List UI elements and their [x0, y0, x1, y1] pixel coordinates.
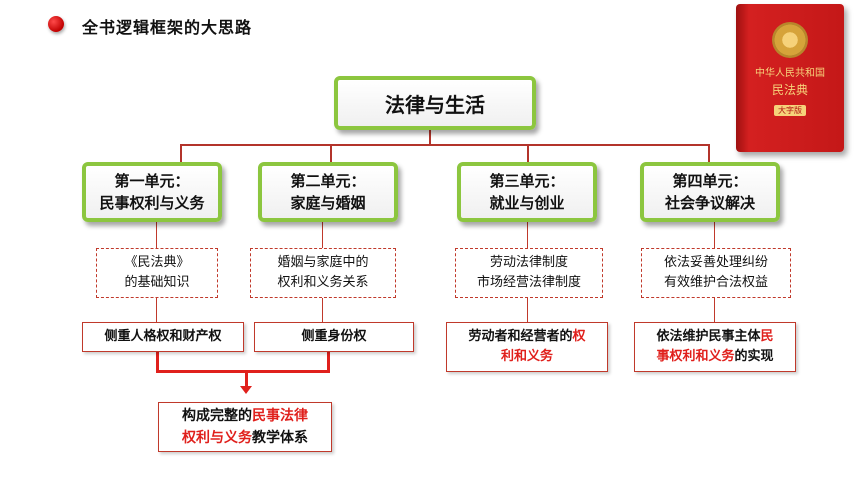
unit-4-title: 第四单元： [672, 172, 748, 190]
unit-4-focus-red: 民 [760, 329, 774, 344]
connector-unit3 [527, 144, 529, 162]
unit-2-focus-text: 侧重身份权 [301, 329, 367, 344]
summary-red1: 民事法律 [252, 408, 308, 424]
unit-1-title: 第一单元： [114, 172, 190, 190]
unit-1-focus: 侧重人格权和财产权 [82, 322, 244, 352]
unit-1-topic-line2: 的基础知识 [124, 275, 190, 290]
summary-red2: 权利与义务 [182, 430, 252, 446]
unit-4-topic-line1: 依法妥善处理纠纷 [663, 255, 768, 270]
unit-3-topic-line1: 劳动法律制度 [489, 255, 568, 270]
unit-4-node: 第四单元： 社会争议解决 [640, 162, 780, 222]
connector-unit2 [330, 144, 332, 162]
connector-horizontal [180, 144, 710, 146]
unit-4-topic-line2: 有效维护合法权益 [663, 275, 768, 290]
connector-u1-focus [156, 298, 157, 322]
unit-3-subtitle: 就业与创业 [489, 194, 565, 212]
unit-2-topic-line2: 权利和义务关系 [277, 275, 369, 290]
unit-3-focus-red2: 利和义务 [500, 349, 553, 364]
unit-2-title: 第二单元： [290, 172, 366, 190]
unit-4-focus-line2: 事权利和义务的实现 [656, 347, 773, 367]
unit-2-topic: 婚姻与家庭中的 权利和义务关系 [250, 248, 396, 298]
connector-u2-topic [322, 218, 323, 248]
unit-1-focus-text: 侧重人格权和财产权 [104, 329, 222, 344]
connector-u3-topic [527, 218, 528, 248]
unit-3-focus-plain: 劳动者和经营者的 [468, 329, 573, 344]
summary-plain2: 教学体系 [252, 430, 308, 446]
summary-box: 构成完整的民事法律 权利与义务教学体系 [158, 402, 332, 452]
book-title-line2: 民法典 [771, 83, 808, 97]
unit-1-node: 第一单元： 民事权利与义务 [82, 162, 222, 222]
unit-3-focus-red: 权 [572, 329, 586, 344]
root-node: 法律与生活 [334, 76, 536, 130]
book-title-line1: 中华人民共和国 [755, 68, 825, 79]
connector-root-down [429, 126, 431, 145]
connector-u4-focus [714, 298, 715, 322]
unit-3-title: 第三单元： [489, 172, 565, 190]
national-emblem-icon [772, 22, 808, 58]
summary-arrow-icon [240, 386, 252, 394]
unit-4-focus-red2: 事权利和义务 [656, 349, 735, 364]
unit-4-topic: 依法妥善处理纠纷 有效维护合法权益 [641, 248, 791, 298]
summary-bracket-stem [245, 370, 248, 390]
unit-1-subtitle: 民事权利与义务 [99, 194, 205, 212]
summary-plain1: 构成完整的 [182, 408, 252, 424]
connector-u3-focus [527, 298, 528, 322]
unit-1-topic: 《民法典》 的基础知识 [96, 248, 218, 298]
civil-code-book-image: 中华人民共和国 民法典 大字版 [736, 4, 844, 152]
unit-4-focus-line1: 依法维护民事主体民 [656, 327, 773, 347]
summary-bracket [156, 352, 330, 373]
connector-u2-focus [322, 298, 323, 322]
connector-u4-topic [714, 218, 715, 248]
title-bullet-icon [48, 16, 64, 32]
unit-3-focus: 劳动者和经营者的权 利和义务 [446, 322, 608, 372]
book-badge: 大字版 [774, 105, 806, 116]
unit-2-focus: 侧重身份权 [254, 322, 414, 352]
unit-3-topic-line2: 市场经营法律制度 [476, 275, 581, 290]
unit-2-topic-line1: 婚姻与家庭中的 [277, 255, 369, 270]
unit-4-focus: 依法维护民事主体民 事权利和义务的实现 [634, 322, 796, 372]
summary-line2: 权利与义务教学体系 [182, 427, 308, 449]
connector-unit1 [180, 144, 182, 162]
unit-4-subtitle: 社会争议解决 [664, 194, 755, 212]
unit-4-focus-plain: 依法维护民事主体 [656, 329, 761, 344]
unit-2-node: 第二单元： 家庭与婚姻 [258, 162, 398, 222]
connector-u1-topic [156, 218, 157, 248]
unit-3-node: 第三单元： 就业与创业 [457, 162, 597, 222]
unit-1-topic-line1: 《民法典》 [124, 255, 190, 270]
connector-unit4 [708, 144, 710, 162]
root-label: 法律与生活 [385, 92, 485, 117]
page-title: 全书逻辑框架的大思路 [82, 18, 253, 37]
unit-3-topic: 劳动法律制度 市场经营法律制度 [455, 248, 603, 298]
unit-2-subtitle: 家庭与婚姻 [290, 194, 366, 212]
unit-4-focus-tail: 的实现 [734, 349, 774, 364]
summary-line1: 构成完整的民事法律 [182, 405, 308, 427]
unit-3-focus-line1: 劳动者和经营者的权 [468, 327, 585, 347]
